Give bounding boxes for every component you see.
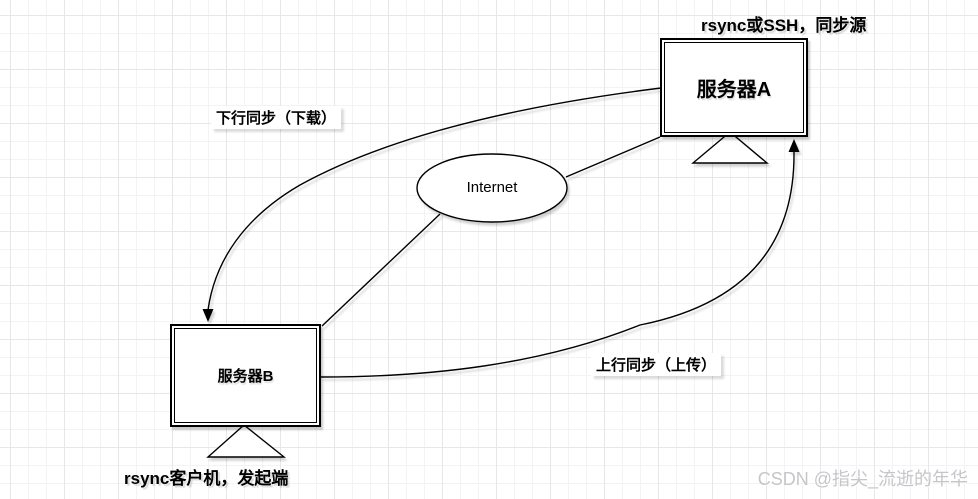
internet-label: Internet xyxy=(466,179,518,196)
server-a-label: 服务器A xyxy=(696,79,772,101)
arrowhead-down-icon xyxy=(202,309,214,322)
server-b-caption: rsync客户机，发起端 xyxy=(124,469,289,488)
server-b-stand xyxy=(206,424,286,458)
server-a-node: 服务器A xyxy=(660,38,808,137)
download-sync-edge xyxy=(207,87,662,311)
server-b-label: 服务器B xyxy=(217,368,274,385)
arrowhead-up-icon xyxy=(788,139,800,152)
internet-to-server-b-line xyxy=(321,213,441,327)
download-sync-label: 下行同步（下载） xyxy=(211,106,342,129)
upload-sync-label: 上行同步（上传） xyxy=(591,353,722,376)
internet-ellipse xyxy=(416,153,568,223)
server-b-node: 服务器B xyxy=(170,324,321,427)
server-a-caption: rsync或SSH，同步源 xyxy=(701,16,867,35)
server-a-stand xyxy=(691,131,769,164)
upload-sync-edge xyxy=(320,151,795,378)
internet-to-server-a-line xyxy=(565,136,661,178)
csdn-watermark: CSDN @指尖_流逝的年华 xyxy=(757,469,968,489)
